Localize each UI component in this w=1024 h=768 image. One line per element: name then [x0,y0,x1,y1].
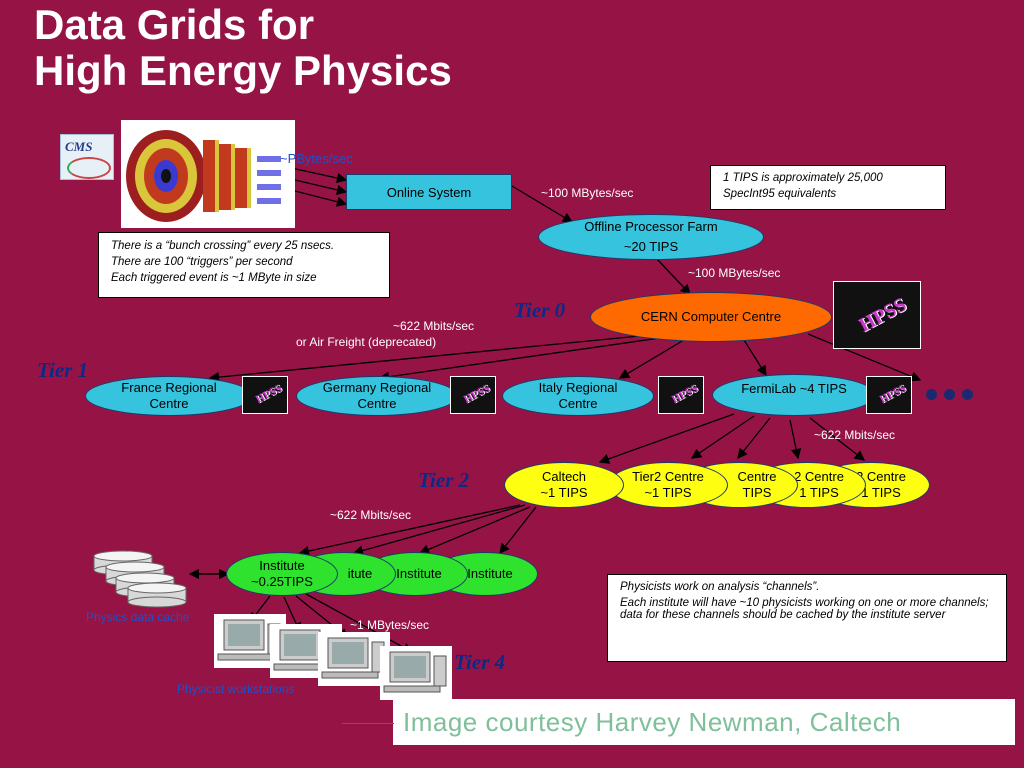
fermilab-hpss-label: HPSS [877,382,908,406]
italy-hpss-image: HPSS [658,376,704,414]
cern-hpss-label: HPSS [855,293,911,337]
caltech-line-1: Caltech [541,469,587,484]
germany-line-1: Germany Regional [322,380,432,395]
title-line-2: High Energy Physics [34,47,452,94]
credit-box: Image courtesy Harvey Newman, Caltech [393,699,1015,745]
tier4-label: Tier 4 [454,650,506,674]
france-line-2: Centre [149,396,189,411]
institute-main-node: Institute ~0.25TIPS [226,552,338,596]
tier2-centre-3-line-2: TIPS [742,485,772,500]
italy-line-1: Italy Regional [538,380,618,395]
physicists-note-line-2: Each institute will have ~10 physicists … [620,597,989,621]
offline-farm-node: Offline Processor Farm ~20 TIPS [538,214,764,260]
bunch-note-line-1: There is a “bunch crossing” every 25 nse… [111,240,335,252]
workstation-icon-4 [380,646,452,700]
cms-logo-graphic [67,157,111,179]
france-node: France Regional Centre [85,376,253,416]
tips-note-line-2: SpecInt95 equivalents [723,188,837,200]
mbytes100-label-a: ~100 MBytes/sec [541,186,634,200]
tier2-centre-5-line-2: 1 TIPS [861,485,901,500]
tier2-centre-4-line-2: 1 TIPS [799,485,839,500]
footer-rule [342,723,394,724]
mbytes1-label: ~1 MBytes/sec [350,618,430,632]
bunch-note-line-2: There are 100 “triggers” per second [111,256,293,268]
detector-image [121,120,295,228]
caltech-line-2: ~1 TIPS [540,485,588,500]
pbytes-label: ~PBytes/sec [280,151,353,166]
credit-text: Image courtesy Harvey Newman, Caltech [403,706,902,737]
online-system-box: Online System [346,174,512,210]
tier2-centre-2-line-2: ~1 TIPS [644,485,692,500]
mbits622-label-c: ~622 Mbits/sec [330,508,412,522]
physicists-note-line-1: Physicists work on analysis “channels”. [620,581,820,593]
physics-data-cache-label: Physics data cache [86,610,190,624]
tier2-centre-5-line-1: 2 Centre [856,469,906,484]
physicist-workstations-label: Physicist workstations [177,682,295,696]
tier1-label: Tier 1 [37,358,89,382]
fermilab-label: FermiLab ~4 TIPS [741,381,847,396]
mbits622-label-b: ~622 Mbits/sec [814,428,896,442]
tips-note-line-1: 1 TIPS is approximately 25,000 [723,172,883,184]
tier0-label: Tier 0 [514,298,566,322]
mbits622-line-1: ~622 Mbits/sec [393,319,475,333]
cern-hpss-image: HPSS [833,281,921,349]
institute-1-label: itute [347,566,373,581]
institute-2-label: Institute [396,566,442,581]
mbits622-label-a: ~622 Mbits/sec or Air Freight (deprecate… [296,318,474,350]
cms-logo-text: CMS [65,139,93,154]
france-hpss-image: HPSS [242,376,288,414]
italy-hpss-label: HPSS [669,382,700,406]
tier2-centre-2-line-1: Tier2 Centre [632,469,704,484]
institute-main-line-1: Institute [259,558,305,573]
italy-node: Italy Regional Centre [502,376,654,416]
tier2-label: Tier 2 [418,468,470,492]
bunch-note-line-3: Each triggered event is ~1 MByte in size [111,272,317,284]
france-hpss-label: HPSS [253,382,284,406]
offline-farm-label: Offline Processor Farm [584,219,718,234]
caltech-node: Caltech ~1 TIPS [504,462,624,508]
italy-line-2: Centre [558,396,598,411]
mbits622-line-2: or Air Freight (deprecated) [296,335,437,349]
cern-label: CERN Computer Centre [640,309,782,324]
institute-3-label: Institute [467,566,513,581]
data-cache-disks-icon [93,550,187,608]
detector-icon [126,130,281,222]
mbytes100-label-b: ~100 MBytes/sec [688,266,781,280]
fermilab-hpss-image: HPSS [866,376,912,414]
france-line-1: France Regional [121,380,217,395]
slide-title: Data Grids for High Energy Physics [34,2,452,94]
offline-farm-tips: ~20 TIPS [623,239,679,254]
tips-note: 1 TIPS is approximately 25,000 SpecInt95… [710,165,946,210]
bunch-crossing-note: There is a “bunch crossing” every 25 nse… [98,232,390,298]
tier2-centre-node-2: Tier2 Centre ~1 TIPS [608,462,728,508]
tier2-centre-4-line-1: 2 Centre [794,469,844,484]
cms-logo: CMS [60,134,114,180]
institute-main-line-2: ~0.25TIPS [251,574,313,589]
physicists-note: Physicists work on analysis “channels”. … [607,574,1007,662]
cern-node: CERN Computer Centre [590,292,832,342]
germany-hpss-label: HPSS [461,382,492,406]
tier2-centre-3-line-1: Centre [737,469,777,484]
title-line-1: Data Grids for [34,1,315,48]
germany-line-2: Centre [357,396,397,411]
germany-hpss-image: HPSS [450,376,496,414]
germany-node: Germany Regional Centre [296,376,458,416]
fermilab-node: FermiLab ~4 TIPS [712,374,876,416]
